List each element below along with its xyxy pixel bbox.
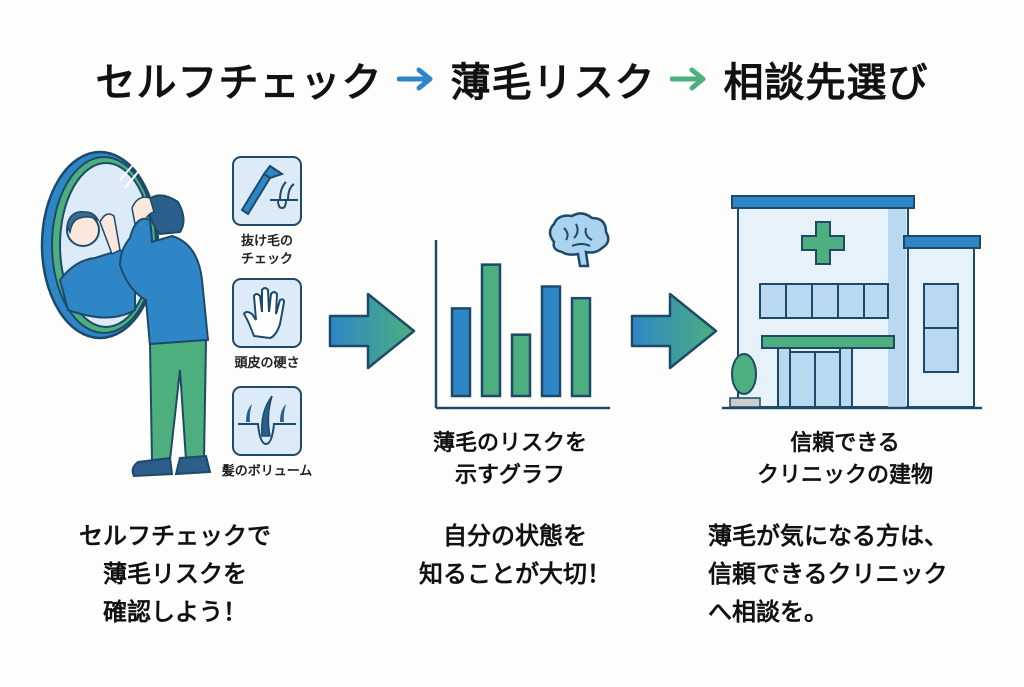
flow-arrow-icon — [630, 292, 718, 370]
brain-icon — [548, 212, 610, 268]
clinic-message: 薄毛が気になる方は、 信頼できるクリニック へ相談を。 — [708, 522, 948, 626]
chart-bar-2 — [480, 263, 502, 398]
check-item-hair-loss-tile — [232, 156, 302, 226]
step-self-check-title: セルフチェック — [95, 60, 383, 106]
arrow-right-icon — [396, 67, 432, 91]
hand-icon — [242, 287, 286, 340]
process-title: セルフチェック 薄毛リスク 相談先選び — [0, 44, 1024, 114]
comb-hair-icon — [240, 164, 298, 216]
check-item-hair-loss-label: 抜け毛の チェック — [240, 234, 293, 267]
risk-message: 自分の状態を 知ることが大切！ — [419, 522, 611, 588]
check-item-scalp-label: 頭皮の硬さ — [234, 356, 300, 371]
chart-bar-1 — [450, 307, 472, 398]
chart-bar-4 — [540, 285, 562, 398]
chart-caption: 薄毛のリスクを 示すグラフ — [432, 431, 587, 488]
step-risk-title: 薄毛リスク — [450, 60, 656, 106]
mirror-self-check-illustration — [40, 150, 212, 478]
hair-follicle-icon — [238, 395, 296, 446]
clinic-building-illustration — [722, 195, 982, 410]
medical-cross-icon — [801, 221, 845, 265]
arrow-right-icon — [669, 67, 705, 91]
check-item-scalp-tile — [232, 278, 302, 348]
step-consult-title: 相談先選び — [723, 60, 929, 106]
flow-arrow-icon — [328, 292, 416, 370]
clinic-caption: 信頼できる クリニックの建物 — [756, 431, 933, 488]
tree-icon — [731, 353, 757, 395]
chart-bar-3 — [510, 333, 532, 398]
chart-bar-5 — [570, 296, 592, 398]
risk-bar-chart — [434, 240, 610, 410]
check-item-volume-tile — [232, 386, 302, 456]
check-item-volume-label: 髪のボリューム — [221, 464, 313, 479]
self-check-message: セルフチェックで 薄毛リスクを 確認しよう！ — [79, 522, 271, 626]
